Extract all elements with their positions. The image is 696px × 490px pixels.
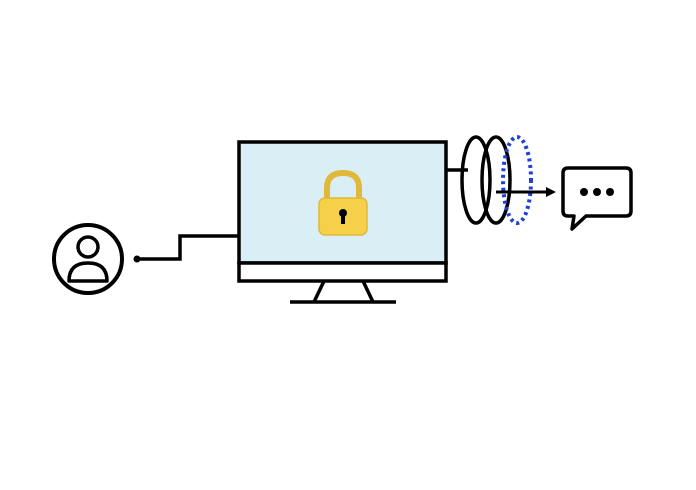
ring-1 <box>460 135 492 225</box>
user-to-computer-connector <box>133 234 240 263</box>
overlapping-rings-icon <box>460 135 533 225</box>
connector-line <box>137 234 240 261</box>
chat-dot-1 <box>580 188 588 196</box>
avatar-shoulders <box>67 261 109 283</box>
user-avatar-icon <box>52 223 124 295</box>
arrow-head <box>546 187 556 197</box>
chat-dot-3 <box>606 188 614 196</box>
monitor-stand <box>312 280 375 303</box>
ring-highlight <box>501 135 533 225</box>
padlock-keyhole-slot <box>341 214 345 224</box>
avatar-head <box>76 235 100 259</box>
padlock-icon <box>318 169 368 236</box>
chat-bubble-outline <box>561 166 633 231</box>
chat-bubble-icon <box>561 166 633 231</box>
padlock-shackle <box>324 169 362 200</box>
rings-to-message-arrow <box>496 187 556 197</box>
avatar-outer-circle <box>52 223 124 295</box>
monitor-bezel <box>237 261 448 283</box>
ring-2 <box>480 135 512 225</box>
chat-dot-2 <box>593 188 601 196</box>
